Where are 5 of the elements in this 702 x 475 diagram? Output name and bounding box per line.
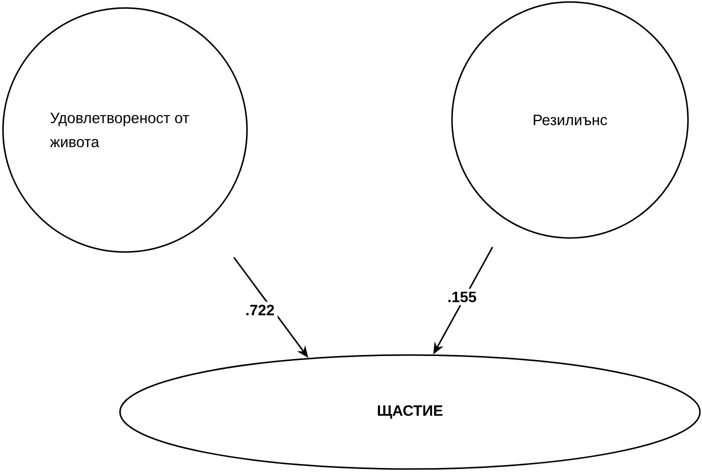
edge-label: .722 [242,302,278,318]
edge-label: .155 [444,288,480,306]
circle-node: Резилиънс [451,1,689,239]
ellipse-node: ЩАСТИЕ [119,354,701,470]
circle-node: Удовлетвореност от живота [2,7,248,253]
